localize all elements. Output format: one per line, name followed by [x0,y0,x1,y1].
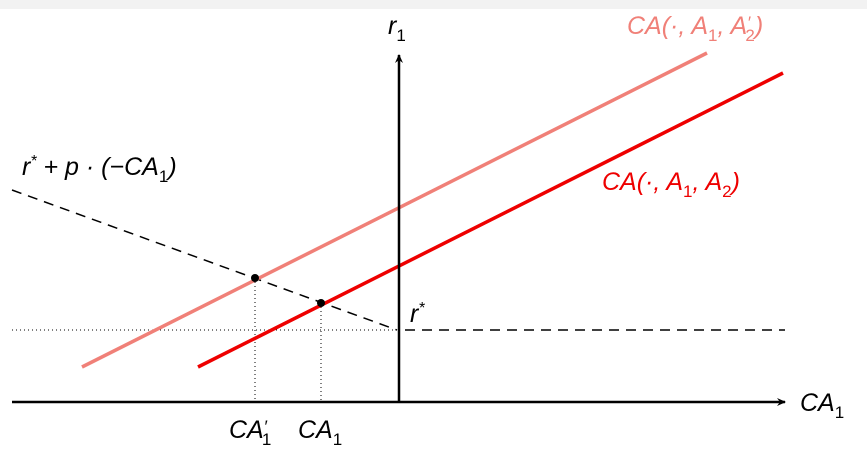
supply-curve-label: r* + p · (−CA1) [22,153,177,186]
supply-curve-sloped [11,189,398,331]
r-star-label: r* [410,300,425,328]
top-bar [0,0,867,9]
ca-curve-original [197,71,784,369]
ca-curve-shifted [81,51,708,369]
ca1-label: CA1 [298,416,342,449]
equilibrium-point-shifted [251,274,259,282]
ca-curve-shifted-label: CA(·, A1, A′2) [627,12,763,45]
ca1-prime-label: CA′1 [229,416,271,449]
y-axis-label: r1 [388,12,406,45]
ca-curve-original-label: CA(·, A1, A2) [602,168,740,201]
x-axis-label: CA1 [800,389,844,422]
equilibrium-point-original [317,299,325,307]
